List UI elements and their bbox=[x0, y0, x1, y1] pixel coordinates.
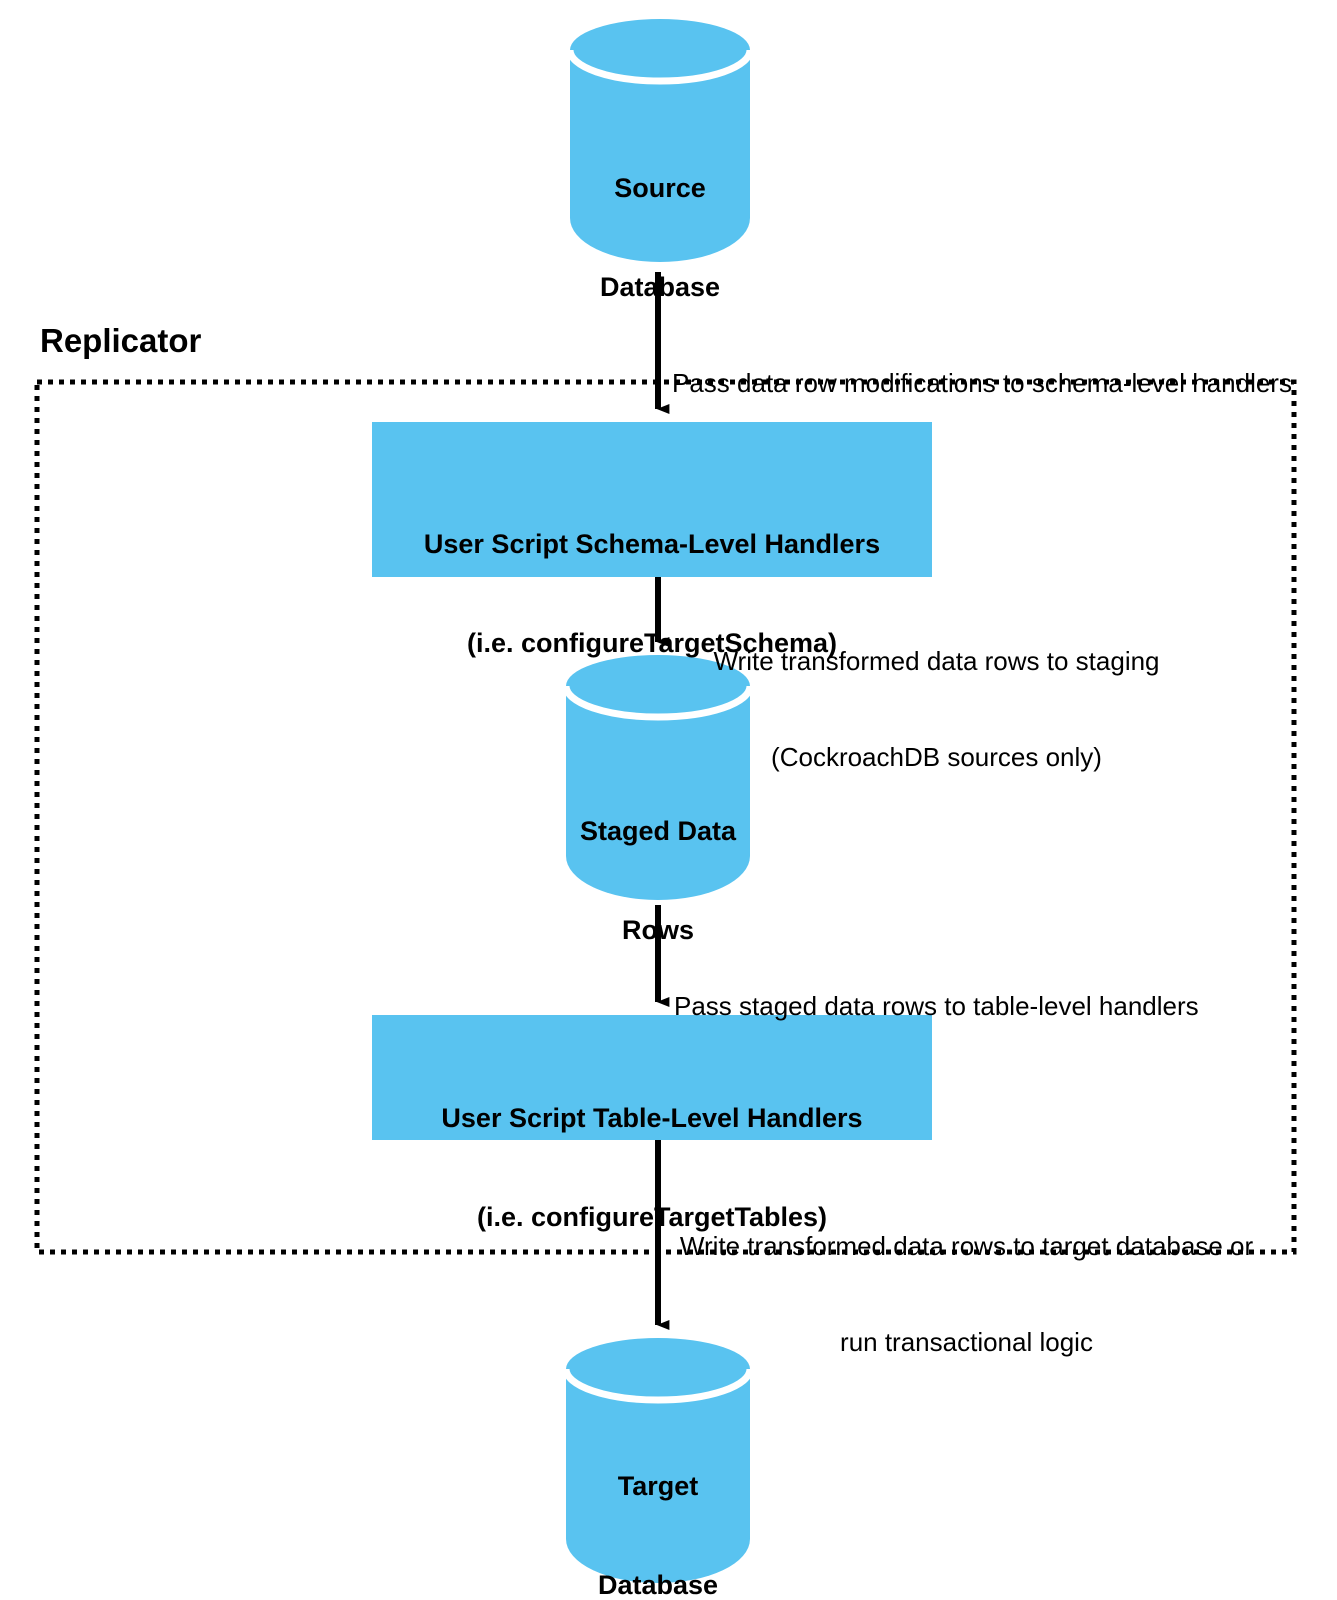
edge-label-schema-handlers-to-staging: Write transformed data rows to staging (… bbox=[674, 583, 1199, 837]
edge-label-source-to-schema-handlers: Pass data row modifications to schema-le… bbox=[672, 305, 1292, 464]
table-level-handlers-box bbox=[372, 1015, 932, 1140]
replicator-group-title: Replicator bbox=[40, 322, 202, 359]
edge-label-line1: Write transformed data rows to target da… bbox=[679, 1231, 1254, 1262]
edge-label-line1: Write transformed data rows to staging bbox=[713, 646, 1160, 677]
staged-data-rows-cylinder bbox=[562, 655, 754, 900]
schema-level-handlers-box bbox=[372, 422, 932, 577]
edge-label-table-handlers-to-target: Write transformed data rows to target da… bbox=[674, 1168, 1259, 1422]
source-database-cylinder bbox=[566, 19, 754, 262]
edge-label-line1: Pass data row modifications to schema-le… bbox=[672, 368, 1292, 399]
edge-label-line2: run transactional logic bbox=[840, 1326, 1093, 1357]
edge-label-line2: (CockroachDB sources only) bbox=[771, 741, 1102, 772]
edge-label-staging-to-table-handlers: Pass staged data rows to table-level han… bbox=[674, 928, 1199, 1087]
replicator-group-boundary bbox=[34, 379, 1297, 1255]
target-database-cylinder bbox=[562, 1338, 754, 1583]
edge-label-line1: Pass staged data rows to table-level han… bbox=[674, 991, 1199, 1022]
